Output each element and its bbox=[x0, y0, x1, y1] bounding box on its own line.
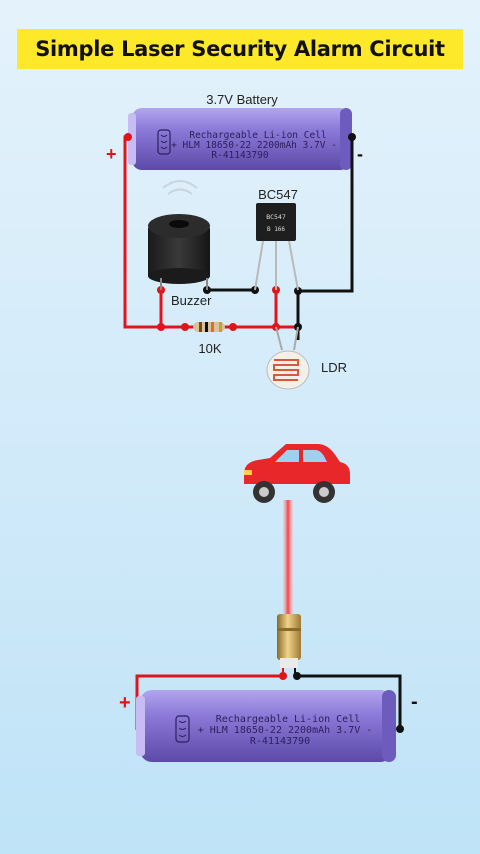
negative-sign-bottom: - bbox=[411, 691, 418, 713]
title-banner: Simple Laser Security Alarm Circuit bbox=[17, 29, 463, 69]
transistor-icon bbox=[254, 203, 299, 291]
battery-icon bbox=[136, 690, 396, 762]
wire-negative-bottom bbox=[297, 674, 402, 729]
transistor-label: BC547 bbox=[258, 187, 298, 202]
wire-negative-top bbox=[207, 137, 354, 340]
negative-sign-top: - bbox=[357, 144, 363, 164]
battery-top-line1: Rechargeable Li-ion Cell bbox=[189, 130, 326, 141]
battery-bottom-line3: R-41143790 bbox=[250, 736, 310, 747]
ldr-icon bbox=[266, 326, 310, 390]
battery-top: 3.7V Battery Rechargeable Li-ion Cell + … bbox=[128, 92, 352, 170]
transistor-marking-2: B 166 bbox=[267, 226, 285, 233]
positive-sign-top: + bbox=[106, 144, 117, 164]
laser-module-icon bbox=[277, 614, 301, 676]
battery-top-line2: + HLM 18650-22 2200mAh 3.7V - bbox=[171, 140, 337, 151]
ldr-label: LDR bbox=[321, 360, 347, 375]
battery-top-label: 3.7V Battery bbox=[206, 92, 278, 107]
transistor-marking-1: BC547 bbox=[266, 213, 286, 221]
battery-bottom-line2: + HLM 18650-22 2200mAh 3.7V - bbox=[198, 725, 373, 736]
battery-bottom: Rechargeable Li-ion Cell + HLM 18650-22 … bbox=[136, 690, 396, 762]
laser-beam bbox=[283, 500, 293, 620]
battery-icon bbox=[128, 108, 352, 170]
buzzer-icon bbox=[148, 180, 210, 290]
junctions-bottom bbox=[279, 672, 404, 733]
battery-bottom-line1: Rechargeable Li-ion Cell bbox=[216, 714, 361, 725]
resistor-label: 10K bbox=[198, 341, 221, 356]
positive-sign-bottom: + bbox=[119, 692, 131, 714]
buzzer-label: Buzzer bbox=[171, 293, 212, 308]
car-icon bbox=[244, 444, 350, 503]
battery-top-line3: R-41143790 bbox=[211, 150, 268, 161]
page-title: Simple Laser Security Alarm Circuit bbox=[35, 37, 445, 61]
resistor-icon bbox=[193, 322, 225, 332]
